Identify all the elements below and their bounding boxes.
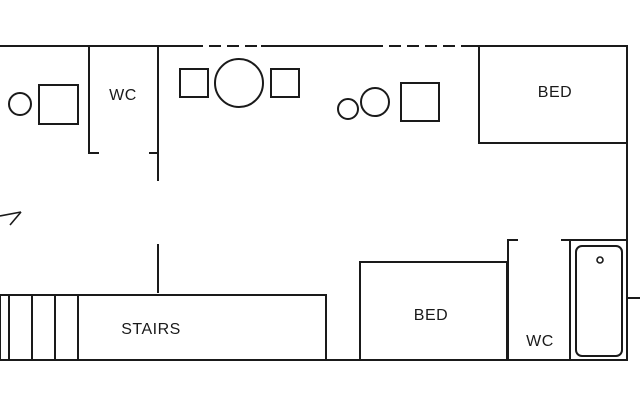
round-table (214, 58, 264, 108)
bathtub (575, 245, 623, 357)
bed-top-frame (478, 45, 628, 144)
arrow-line-top (0, 211, 22, 217)
bed-top: BED (478, 45, 628, 144)
wc-top-label: WC (109, 87, 137, 104)
wc-bottom-partitions (507, 239, 628, 361)
bathtub-outer (575, 245, 623, 357)
table-square-left (38, 84, 79, 125)
lounge-set (337, 82, 440, 122)
dining-set (179, 58, 300, 108)
chair-square-left (179, 68, 209, 98)
left-room-furniture (8, 84, 79, 125)
chair-square-right (270, 68, 300, 98)
bed-top-label: BED (538, 84, 572, 101)
arrow-line-bottom (9, 211, 22, 226)
stool-circle-left (8, 92, 32, 116)
bed-bottom: BED (359, 261, 508, 361)
wc-bottom-label: WC (526, 333, 554, 350)
stool-circle-small (337, 98, 359, 120)
bed-bottom-label: BED (414, 307, 448, 324)
bathtub-drain (596, 256, 604, 264)
side-table-square (400, 82, 440, 122)
stool-circle-medium (360, 87, 390, 117)
bed-bottom-frame (359, 261, 508, 361)
entrance-arrow (0, 211, 22, 226)
stairs-label: STAIRS (121, 321, 181, 338)
wc-top-partitions (88, 45, 159, 293)
stairs: STAIRS (0, 294, 327, 361)
